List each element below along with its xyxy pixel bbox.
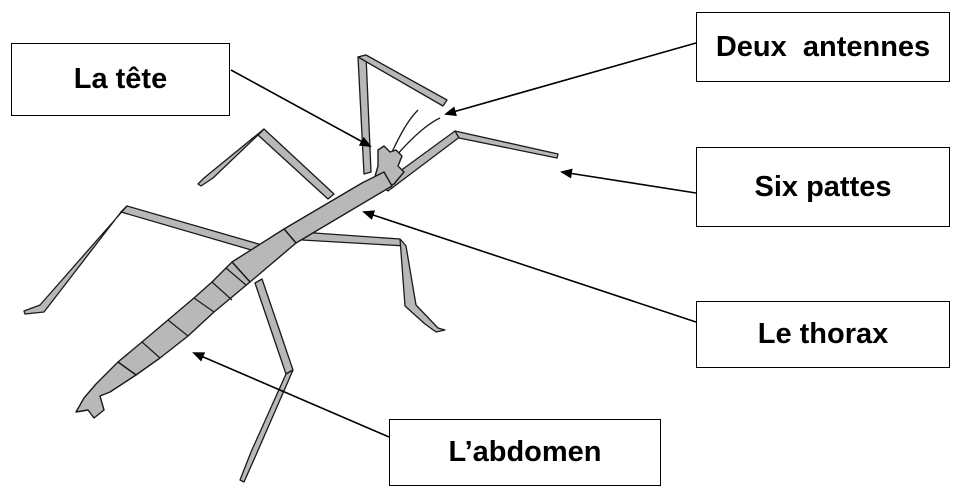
left-front-leg xyxy=(258,129,334,199)
insect-legs xyxy=(24,55,558,482)
label-thorax: Le thorax xyxy=(696,301,950,368)
arrow-head xyxy=(231,70,370,146)
label-head: La tête xyxy=(11,43,230,116)
arrow-antennae xyxy=(446,43,696,114)
insect-body xyxy=(76,146,404,418)
right-front-foot xyxy=(455,131,558,158)
hind-leg-lower xyxy=(240,370,293,482)
left-middle-lower xyxy=(24,206,127,314)
abdomen-tail xyxy=(76,362,136,418)
left-front-lower xyxy=(198,129,264,186)
label-legs: Six pattes xyxy=(696,147,950,227)
thorax-shape xyxy=(284,172,392,243)
abdomen-segments xyxy=(118,262,250,375)
right-middle-leg xyxy=(300,232,406,246)
hind-leg-upper xyxy=(255,279,293,374)
label-abdomen: L’abdomen xyxy=(389,419,661,486)
label-antennae: Deux antennes xyxy=(696,12,950,82)
front-leg-top xyxy=(358,55,447,106)
arrow-legs xyxy=(562,172,696,193)
left-middle-leg xyxy=(121,206,269,254)
right-middle-lower xyxy=(400,239,445,332)
front-leg-upper xyxy=(358,55,371,174)
